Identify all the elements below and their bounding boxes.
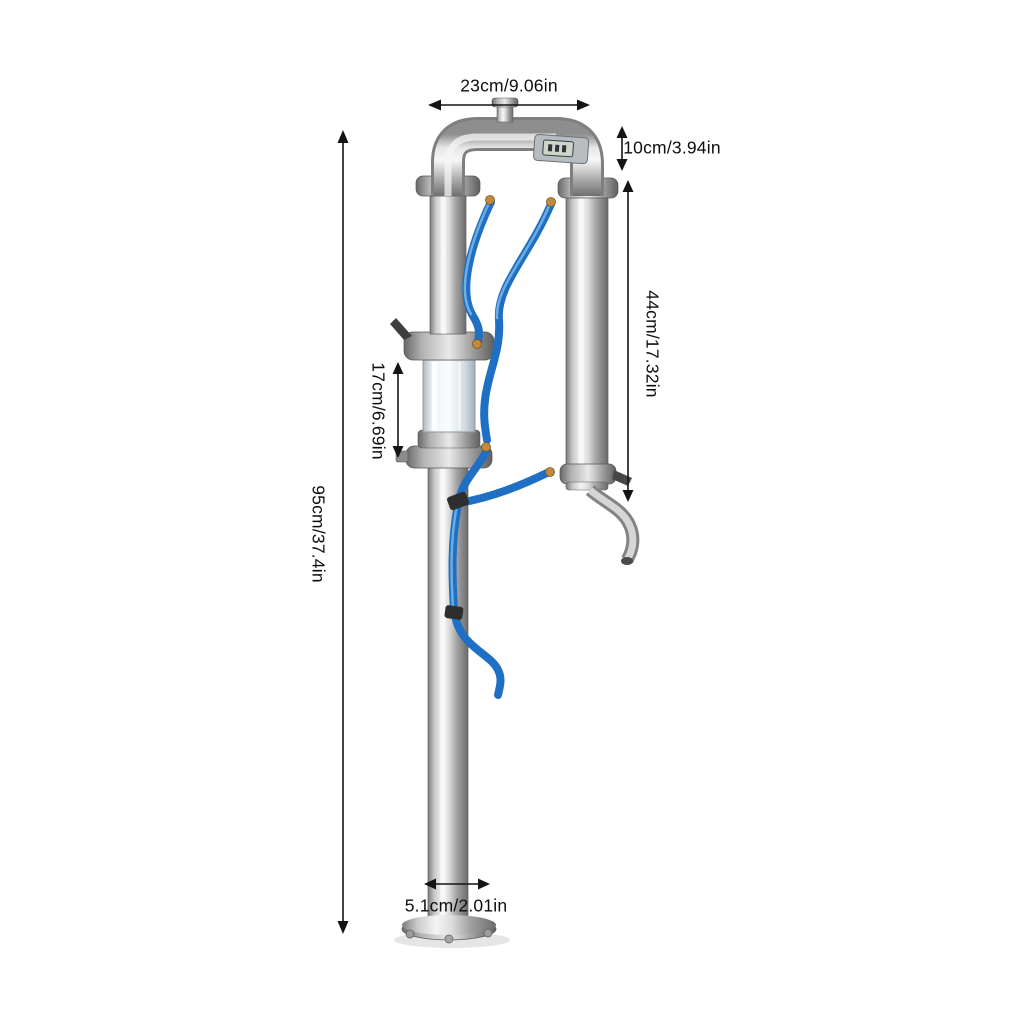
flange-bolt-icon	[483, 928, 493, 938]
arrow-sight-glass-length	[392, 362, 404, 458]
dimension-label-pipe-diameter: 5.1cm/2.01in	[404, 895, 508, 916]
still-column-illustration	[390, 97, 640, 948]
main-column-pipe	[427, 461, 469, 931]
dimension-label-head-height: 10cm/3.94in	[623, 137, 721, 158]
arrow-pipe-diameter	[424, 878, 490, 890]
digital-thermometer	[532, 133, 590, 165]
arrow-top-width	[428, 99, 590, 111]
condenser-bottom-clamp	[559, 463, 617, 485]
cooling-hoses	[448, 198, 555, 699]
dimension-label-total-height: 95cm/37.4in	[308, 485, 329, 583]
dimension-label-sight-glass-length: 17cm/6.69in	[368, 362, 389, 460]
flange-bolt-icon	[405, 929, 415, 939]
sight-glass-cylinder	[422, 359, 476, 433]
arrow-head-height	[616, 126, 628, 171]
arrow-total-height	[337, 130, 349, 934]
sight-glass-assembly	[390, 318, 495, 449]
wing-nut-icon	[390, 318, 412, 340]
dimension-label-top-width: 23cm/9.06in	[460, 75, 558, 96]
hose-tee-fittings	[444, 491, 469, 620]
flange-bolt-icon	[444, 934, 454, 944]
clamp-handle-icon	[612, 470, 632, 486]
dimension-arrows	[337, 99, 634, 934]
dimension-label-condenser-length: 44cm/17.32in	[642, 290, 663, 398]
arrow-condenser-length	[622, 180, 634, 502]
base-flange	[401, 915, 497, 944]
condenser-tube	[557, 177, 632, 491]
brass-fittings	[472, 195, 556, 477]
output-spout	[585, 484, 640, 565]
